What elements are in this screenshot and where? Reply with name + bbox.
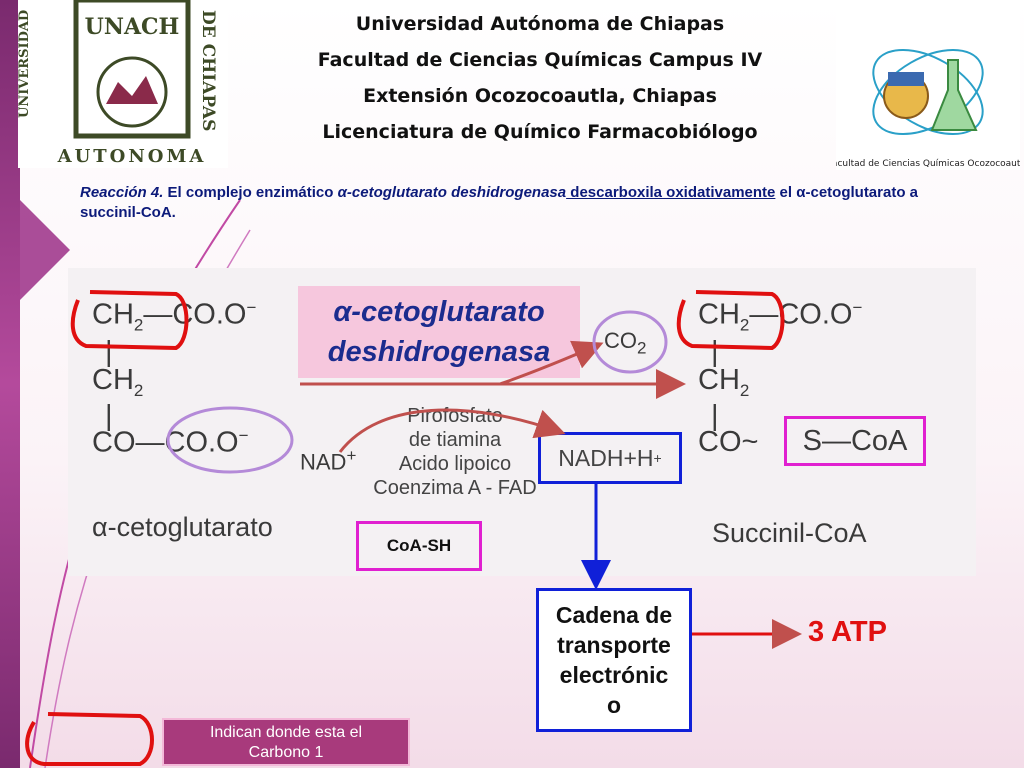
reaction-caption: Reacción 4. El complejo enzimático α-cet… xyxy=(80,183,920,223)
enzyme-line-2: deshidrogenasa xyxy=(327,336,551,368)
carbon-1-legend-marker xyxy=(25,712,154,766)
enzyme-line-1: α-cetoglutarato xyxy=(333,296,545,328)
logo-text-fcq: Facultad de Ciencias Químicas Ocozocoaut… xyxy=(836,159,1020,169)
caption-alpha: α xyxy=(337,184,347,201)
logo-text-autonoma: AUTONOMA xyxy=(57,146,207,167)
nadh-text: NADH+H xyxy=(558,444,654,471)
co2-arrow xyxy=(499,340,604,386)
carboxyl-circle xyxy=(166,406,294,474)
s-coa-box: S—CoA xyxy=(784,416,926,466)
carbon-1-legend: Indican donde esta el Carbono 1 xyxy=(162,718,410,766)
carbon-1-marker-product xyxy=(676,290,785,351)
coash-box: CoA-SH xyxy=(356,521,482,571)
substrate-bond-1: | xyxy=(105,336,113,368)
header-degree: Licenciatura de Químico Farmacobiólogo xyxy=(322,121,758,143)
substrate-name: α-cetoglutarato xyxy=(92,512,273,542)
caption-text-b: el xyxy=(775,184,797,201)
header-university: Universidad Autónoma de Chiapas xyxy=(355,13,725,35)
cofactor-4: Coenzima A - FAD xyxy=(373,477,537,499)
substrate-row-1: CH2—CO.O− xyxy=(92,298,257,335)
cadena-line-1: Cadena de xyxy=(555,602,673,628)
atp-label: 3 ATP xyxy=(808,616,887,648)
logo-text-universidad: UNIVERSIDAD xyxy=(18,10,32,118)
product-row-3: CO~ xyxy=(698,426,759,458)
header-campus: Extensión Ocozocoautla, Chiapas xyxy=(363,85,717,107)
substrate-row-3: CO—CO.O− xyxy=(92,426,249,459)
cadena-line-3: electrónic xyxy=(559,662,669,688)
caption-prefix: Reacción 4. xyxy=(80,184,164,201)
left-stripe xyxy=(0,0,20,768)
caption-text-a: El complejo enzimático xyxy=(163,184,338,201)
logo-text-de-chiapas: DE CHIAPAS xyxy=(198,10,218,131)
product-row-1: CH2—CO.O− xyxy=(698,298,863,335)
substrate-bond-2: | xyxy=(105,400,113,432)
caption-enzyme: -cetoglutarato deshidrogenasa xyxy=(346,184,567,201)
product-bond-1: | xyxy=(711,336,719,368)
cadena-line-2: transporte xyxy=(557,632,671,658)
caption-alpha-2: α xyxy=(796,184,806,201)
co2-sub: 2 xyxy=(637,338,647,358)
logo-text-unach: UNACH xyxy=(85,14,180,40)
legend-line-2: Carbono 1 xyxy=(248,744,324,761)
product-row-2: CH2 xyxy=(698,364,750,400)
carbon-1-marker-substrate xyxy=(70,290,189,351)
header-faculty: Facultad de Ciencias Químicas Campus IV xyxy=(317,49,763,71)
nad-charge: + xyxy=(346,446,357,465)
co2-label: CO2 xyxy=(604,328,646,358)
substrate-row-2: CH2 xyxy=(92,364,144,400)
cadena-line-4: o xyxy=(606,692,622,718)
nadh-charge: + xyxy=(653,450,662,466)
cofactor-2: de tiamina xyxy=(408,429,502,451)
fcq-logo: Facultad de Ciencias Químicas Ocozocoaut… xyxy=(836,0,1020,170)
cofactor-3: Acido lipoico xyxy=(398,453,512,475)
co2-circle xyxy=(592,310,668,374)
product-bond-2: | xyxy=(711,400,719,432)
co2-text: CO xyxy=(604,328,637,353)
caption-underlined: descarboxila oxidativamente xyxy=(566,184,776,201)
product-name: Succinil-CoA xyxy=(712,518,867,548)
unach-logo: UNACH DE CHIAPAS AUTONOMA UNIVERSIDAD xyxy=(18,0,228,168)
legend-line-1: Indican donde esta el xyxy=(209,724,363,741)
nadh-box: NADH+H+ xyxy=(538,432,682,484)
electron-transport-box: Cadena de transporte electrónic o xyxy=(536,588,692,732)
caption-text-c: -cetoglutarato a succinil-CoA. xyxy=(80,184,918,221)
nad-label: NAD+ xyxy=(300,446,356,475)
page-header: Universidad Autónoma de Chiapas Facultad… xyxy=(250,6,830,150)
enzyme-label: α-cetoglutarato deshidrogenasa xyxy=(298,286,580,378)
nad-text: NAD xyxy=(300,449,347,475)
nad-to-nadh-arrow xyxy=(338,408,566,453)
